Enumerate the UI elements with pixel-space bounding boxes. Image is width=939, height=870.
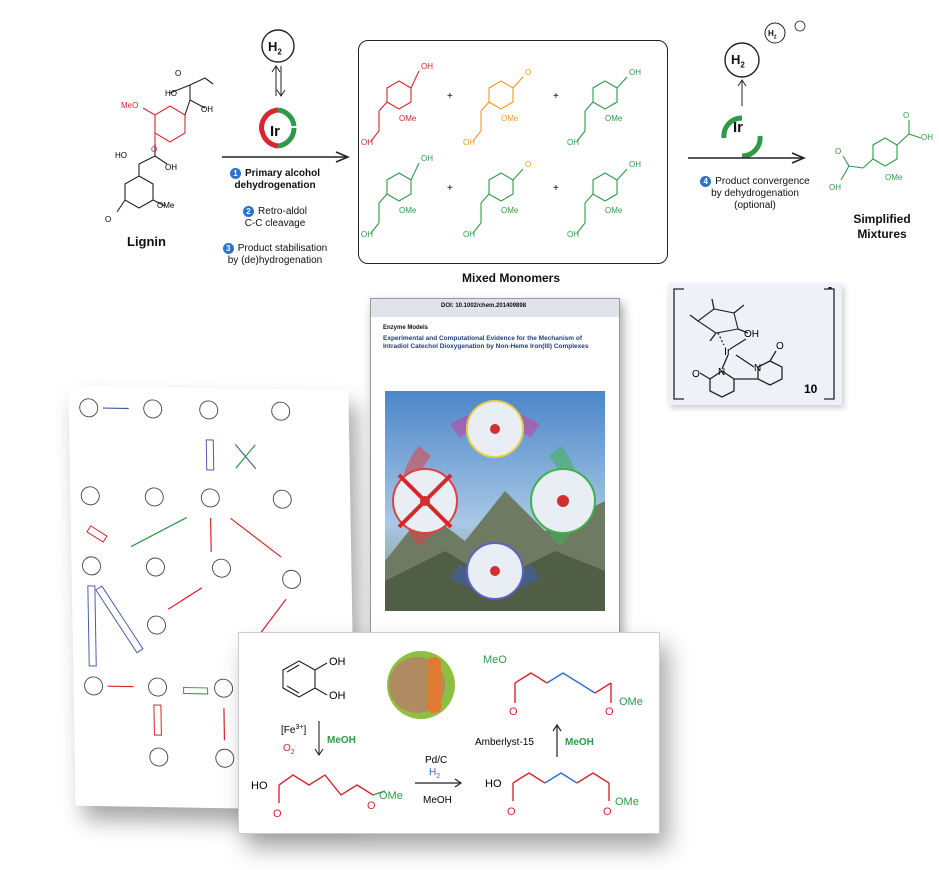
svg-text:MeO: MeO <box>121 101 138 110</box>
svg-text:10: 10 <box>804 382 818 396</box>
svg-text:O: O <box>151 145 157 154</box>
svg-text:OH: OH <box>744 329 759 340</box>
cover-artwork <box>385 391 605 611</box>
svg-text:O: O <box>835 147 841 156</box>
svg-text:OH: OH <box>567 230 579 239</box>
svg-text:O: O <box>525 160 531 169</box>
svg-text:OMe: OMe <box>885 173 903 182</box>
svg-text:OH: OH <box>361 230 373 239</box>
svg-text:OMe: OMe <box>157 201 175 210</box>
svg-text:OMe: OMe <box>399 206 417 215</box>
svg-text:OH: OH <box>829 183 841 192</box>
svg-text:OH: OH <box>329 656 346 668</box>
svg-text:Ir: Ir <box>724 346 731 358</box>
ir-cycle-left <box>259 29 297 149</box>
ir-right-label: Ir <box>733 119 744 136</box>
journal-cover: DOI: 10.1002/chem.201409898 Enzyme Model… <box>370 298 620 640</box>
svg-text:OH: OH <box>165 163 177 172</box>
svg-text:HO: HO <box>251 780 268 792</box>
svg-text:OMe: OMe <box>501 114 519 123</box>
svg-text:O: O <box>692 369 700 380</box>
cover-title: Experimental and Computational Evidence … <box>383 335 589 350</box>
svg-text:O: O <box>367 800 376 812</box>
svg-text:O: O <box>507 806 516 818</box>
svg-text:OH: OH <box>629 68 641 77</box>
svg-text:-: - <box>828 283 832 294</box>
svg-text:MeOH: MeOH <box>423 795 452 806</box>
monomer-grid: OH OMe OH + O OMe OH + OH OMe OH OH OMe … <box>361 62 641 239</box>
svg-text:OH: OH <box>421 154 433 163</box>
svg-text:[Fe3+]: [Fe3+] <box>281 724 306 736</box>
svg-text:OH: OH <box>421 62 433 71</box>
top-scheme: O OH HO MeO O HO OH OMe O Lignin H2 Ir 1… <box>0 0 939 290</box>
reaction-arrow-1 <box>222 151 350 163</box>
svg-text:Pd/C: Pd/C <box>425 755 447 766</box>
h2-small-label: H2 <box>768 29 777 41</box>
svg-text:+: + <box>447 183 453 194</box>
ir-left-label: Ir <box>270 123 281 140</box>
lignin-structure: O OH HO MeO O HO OH OMe O <box>105 69 214 224</box>
svg-text:O: O <box>273 808 282 820</box>
svg-text:HO: HO <box>165 89 177 98</box>
svg-text:HO: HO <box>115 151 127 160</box>
ir-cycle-right <box>721 20 806 159</box>
svg-text:OMe: OMe <box>399 114 417 123</box>
cover-doi: DOI: 10.1002/chem.201409898 <box>441 303 527 309</box>
svg-text:O: O <box>525 68 531 77</box>
svg-text:MeOH: MeOH <box>565 737 594 748</box>
svg-text:O: O <box>776 341 784 352</box>
svg-text:O: O <box>903 111 909 120</box>
cover-section: Enzyme Models <box>383 325 429 331</box>
catalyst-panel: Ir OH N N O O 10 - <box>668 280 842 405</box>
reaction-arrow-2 <box>688 152 806 164</box>
svg-text:OMe: OMe <box>615 796 639 808</box>
svg-text:OH: OH <box>361 138 373 147</box>
bottom-reactions: OH OH [Fe3+] O2 MeOH HO O O OMe Pd/C H2 … <box>251 651 643 820</box>
svg-text:+: + <box>553 91 559 102</box>
svg-text:O: O <box>105 215 111 224</box>
svg-text:O: O <box>603 806 612 818</box>
mixed-monomers-label: Mixed Monomers <box>462 271 561 285</box>
svg-text:+: + <box>553 183 559 194</box>
svg-text:OMe: OMe <box>605 206 623 215</box>
lignin-label: Lignin <box>127 234 166 249</box>
svg-text:OMe: OMe <box>379 790 403 802</box>
cover-header: DOI: 10.1002/chem.201409898 <box>371 299 619 317</box>
simplified-product: O OH OMe O OH <box>829 111 933 192</box>
svg-text:OH: OH <box>629 160 641 169</box>
svg-text:O: O <box>175 69 181 78</box>
svg-text:N: N <box>754 363 761 374</box>
svg-text:OMe: OMe <box>501 206 519 215</box>
svg-text:MeOH: MeOH <box>327 735 356 746</box>
svg-text:OH: OH <box>329 690 346 702</box>
svg-text:MeO: MeO <box>483 654 507 666</box>
svg-text:O: O <box>605 706 614 718</box>
svg-text:OMe: OMe <box>605 114 623 123</box>
svg-text:H2: H2 <box>429 767 440 780</box>
svg-text:OMe: OMe <box>619 696 643 708</box>
mixed-monomers-box: OH OMe OH + O OMe OH + OH OMe OH OH OMe … <box>358 40 668 264</box>
svg-text:OH: OH <box>463 138 475 147</box>
h2-left-label: H2 <box>268 39 282 57</box>
svg-text:OH: OH <box>921 133 933 142</box>
svg-text:OH: OH <box>567 138 579 147</box>
svg-text:Amberlyst-15: Amberlyst-15 <box>475 737 534 748</box>
svg-text:O: O <box>509 706 518 718</box>
bottom-scheme: OH OH [Fe3+] O2 MeOH HO O O OMe Pd/C H2 … <box>238 632 660 834</box>
svg-text:OH: OH <box>201 105 213 114</box>
svg-text:O2: O2 <box>283 743 295 756</box>
svg-text:HO: HO <box>485 778 502 790</box>
svg-text:+: + <box>447 91 453 102</box>
h2-right-label: H2 <box>731 52 745 70</box>
catalyst-structure: Ir OH N N O O 10 - <box>673 280 835 400</box>
svg-text:OH: OH <box>463 230 475 239</box>
svg-text:N: N <box>718 367 725 378</box>
